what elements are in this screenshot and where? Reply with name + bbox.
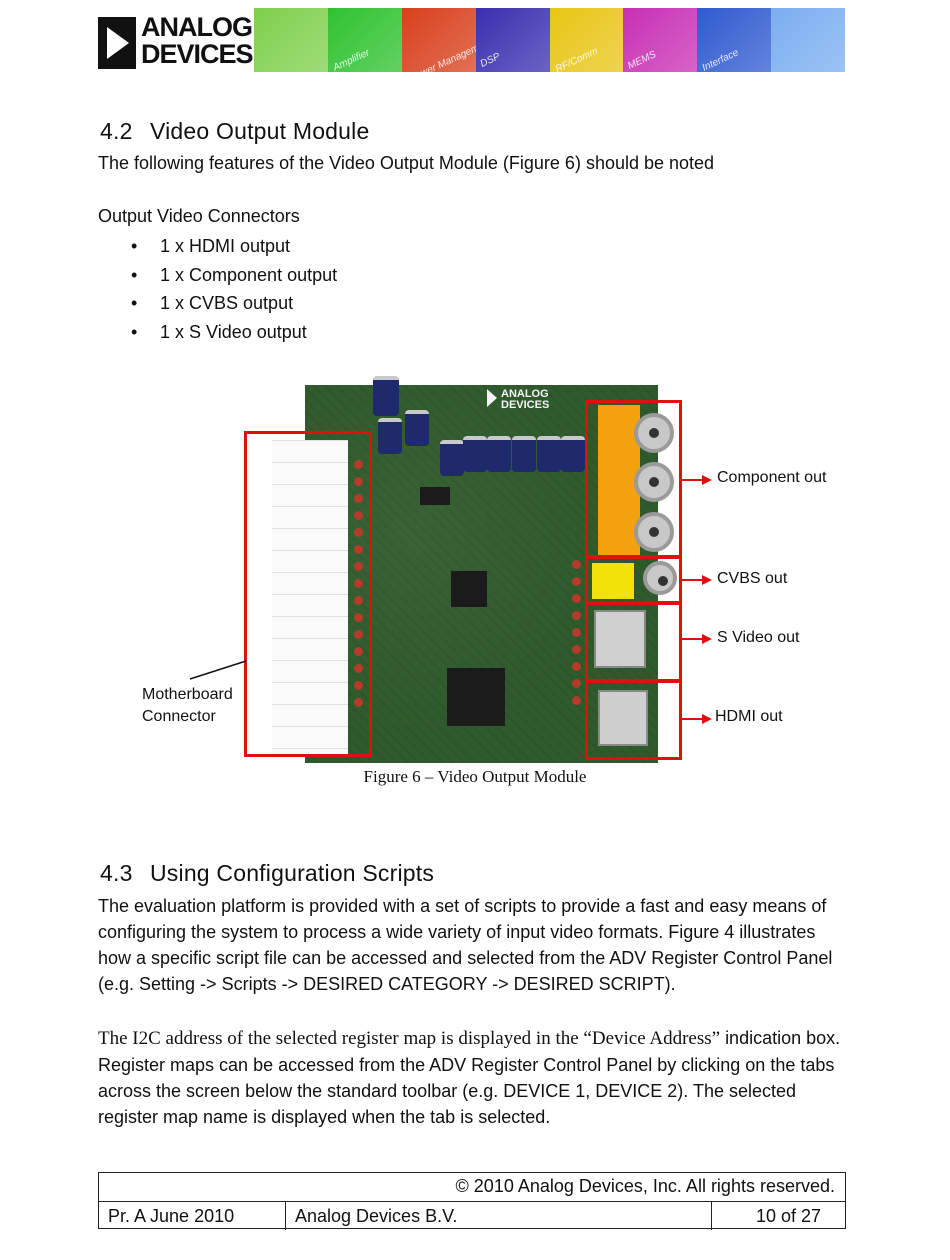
footer-page-number: 10 of 27 [755, 1206, 821, 1226]
capacitor [373, 376, 399, 416]
bullet-icon: • [131, 264, 138, 285]
footer-company: Analog Devices B.V. [295, 1206, 458, 1226]
list-heading: Output Video Connectors [98, 206, 300, 226]
figure-caption: Figure 6 – Video Output Module [363, 767, 587, 786]
banner-word: RF/Comm [553, 45, 600, 72]
highlight-svideo [585, 602, 682, 682]
svideo-jack [594, 610, 646, 668]
list-item: •1 x CVBS output [98, 289, 337, 318]
banner-word: Interface [700, 47, 741, 72]
capacitor [463, 436, 487, 472]
arrow-head-icon [702, 575, 712, 585]
list-item: •1 x S Video output [98, 318, 337, 347]
component-jack [634, 462, 674, 502]
motherboard-connector [272, 440, 348, 755]
footer-divider [711, 1202, 712, 1230]
banner-segment: MEMS [623, 8, 698, 72]
section-number: 4.2 [100, 118, 133, 144]
capacitor [405, 410, 429, 446]
arrow-cvbs [682, 579, 704, 581]
motherboard-leader-line [189, 660, 247, 680]
highlight-hdmi [585, 680, 682, 760]
logo-wordmark: ANALOG DEVICES [141, 12, 254, 69]
banner-segment: DSP [475, 8, 550, 72]
component-jack [634, 413, 674, 453]
capacitor [512, 436, 536, 472]
section-title: Video Output Module [150, 118, 370, 144]
capacitor [487, 436, 511, 472]
section-paragraph-2: The I2C address of the selected register… [98, 1025, 843, 1130]
capacitor [440, 440, 464, 476]
capacitor [537, 436, 561, 472]
callout-component: Component out [717, 469, 827, 486]
small-chip [420, 487, 450, 505]
banner-word: Amplifier [331, 47, 372, 72]
encoder-chip [451, 571, 487, 607]
arrow-head-icon [702, 714, 712, 724]
capacitor [378, 418, 402, 454]
paragraph-rest: indication box. Register maps can be acc… [98, 1028, 841, 1127]
callout-svideo: S Video out [717, 629, 800, 646]
banner-word: DSP [478, 51, 502, 70]
banner-segment: Interface [697, 8, 772, 72]
section-paragraph-1: The evaluation platform is provided with… [98, 896, 833, 994]
highlight-motherboard-connector [244, 431, 372, 757]
footer-revision: Pr. A June 2010 [108, 1206, 235, 1226]
bullet-icon: • [131, 236, 138, 256]
footer-divider [285, 1202, 286, 1230]
paragraph-serif-line: The I2C address of the selected register… [98, 1028, 721, 1049]
connector-list: •1 x HDMI output •1 x Component output •… [98, 232, 337, 346]
pcb-logo: ANALOG DEVICES [487, 389, 565, 413]
section-heading-4-3: 4.3 Using Configuration Scripts [100, 860, 434, 887]
main-chip [447, 668, 505, 726]
banner-segment [771, 8, 845, 72]
banner-segment: Amplifier [327, 8, 402, 72]
callout-hdmi: HDMI out [715, 708, 783, 725]
list-item: •1 x Component output [98, 261, 337, 290]
component-jack [634, 512, 674, 552]
banner-segment [254, 8, 328, 72]
section-heading-4-2: 4.2 Video Output Module [100, 118, 369, 145]
bullet-icon: • [131, 321, 138, 342]
highlight-cvbs [585, 556, 682, 604]
test-points [572, 560, 582, 713]
banner-segment: RF/Comm [549, 8, 624, 72]
footer-copyright: © 2010 Analog Devices, Inc. All rights r… [455, 1176, 835, 1196]
capacitor [561, 436, 585, 472]
cvbs-jack [643, 561, 677, 595]
arrow-hdmi [682, 718, 704, 720]
test-points [354, 460, 364, 715]
arrow-head-icon [702, 634, 712, 644]
section-intro: The following features of the Video Outp… [98, 153, 715, 173]
banner-segment: Power Management [401, 8, 476, 72]
analog-devices-logo: ANALOG DEVICES [98, 14, 254, 72]
arrow-svideo [682, 638, 704, 640]
section-number: 4.3 [100, 860, 133, 886]
callout-motherboard: Motherboard Connector [142, 686, 233, 725]
footer-row: Pr. A June 2010 Analog Devices B.V. 10 o… [99, 1201, 845, 1230]
cvbs-jack-housing [592, 563, 634, 599]
logo-triangle-icon [98, 17, 136, 69]
component-jack-housing [598, 405, 640, 555]
hdmi-jack [598, 690, 648, 746]
arrow-component [682, 479, 704, 481]
section-title: Using Configuration Scripts [150, 860, 435, 886]
list-item: •1 x HDMI output [98, 232, 337, 261]
callout-cvbs: CVBS out [717, 570, 788, 587]
highlight-component [585, 400, 682, 558]
banner-word: MEMS [626, 49, 659, 72]
arrow-head-icon [702, 475, 712, 485]
banner-word: Power Management [408, 36, 476, 72]
bullet-icon: • [131, 293, 138, 313]
page-footer: © 2010 Analog Devices, Inc. All rights r… [98, 1172, 846, 1230]
